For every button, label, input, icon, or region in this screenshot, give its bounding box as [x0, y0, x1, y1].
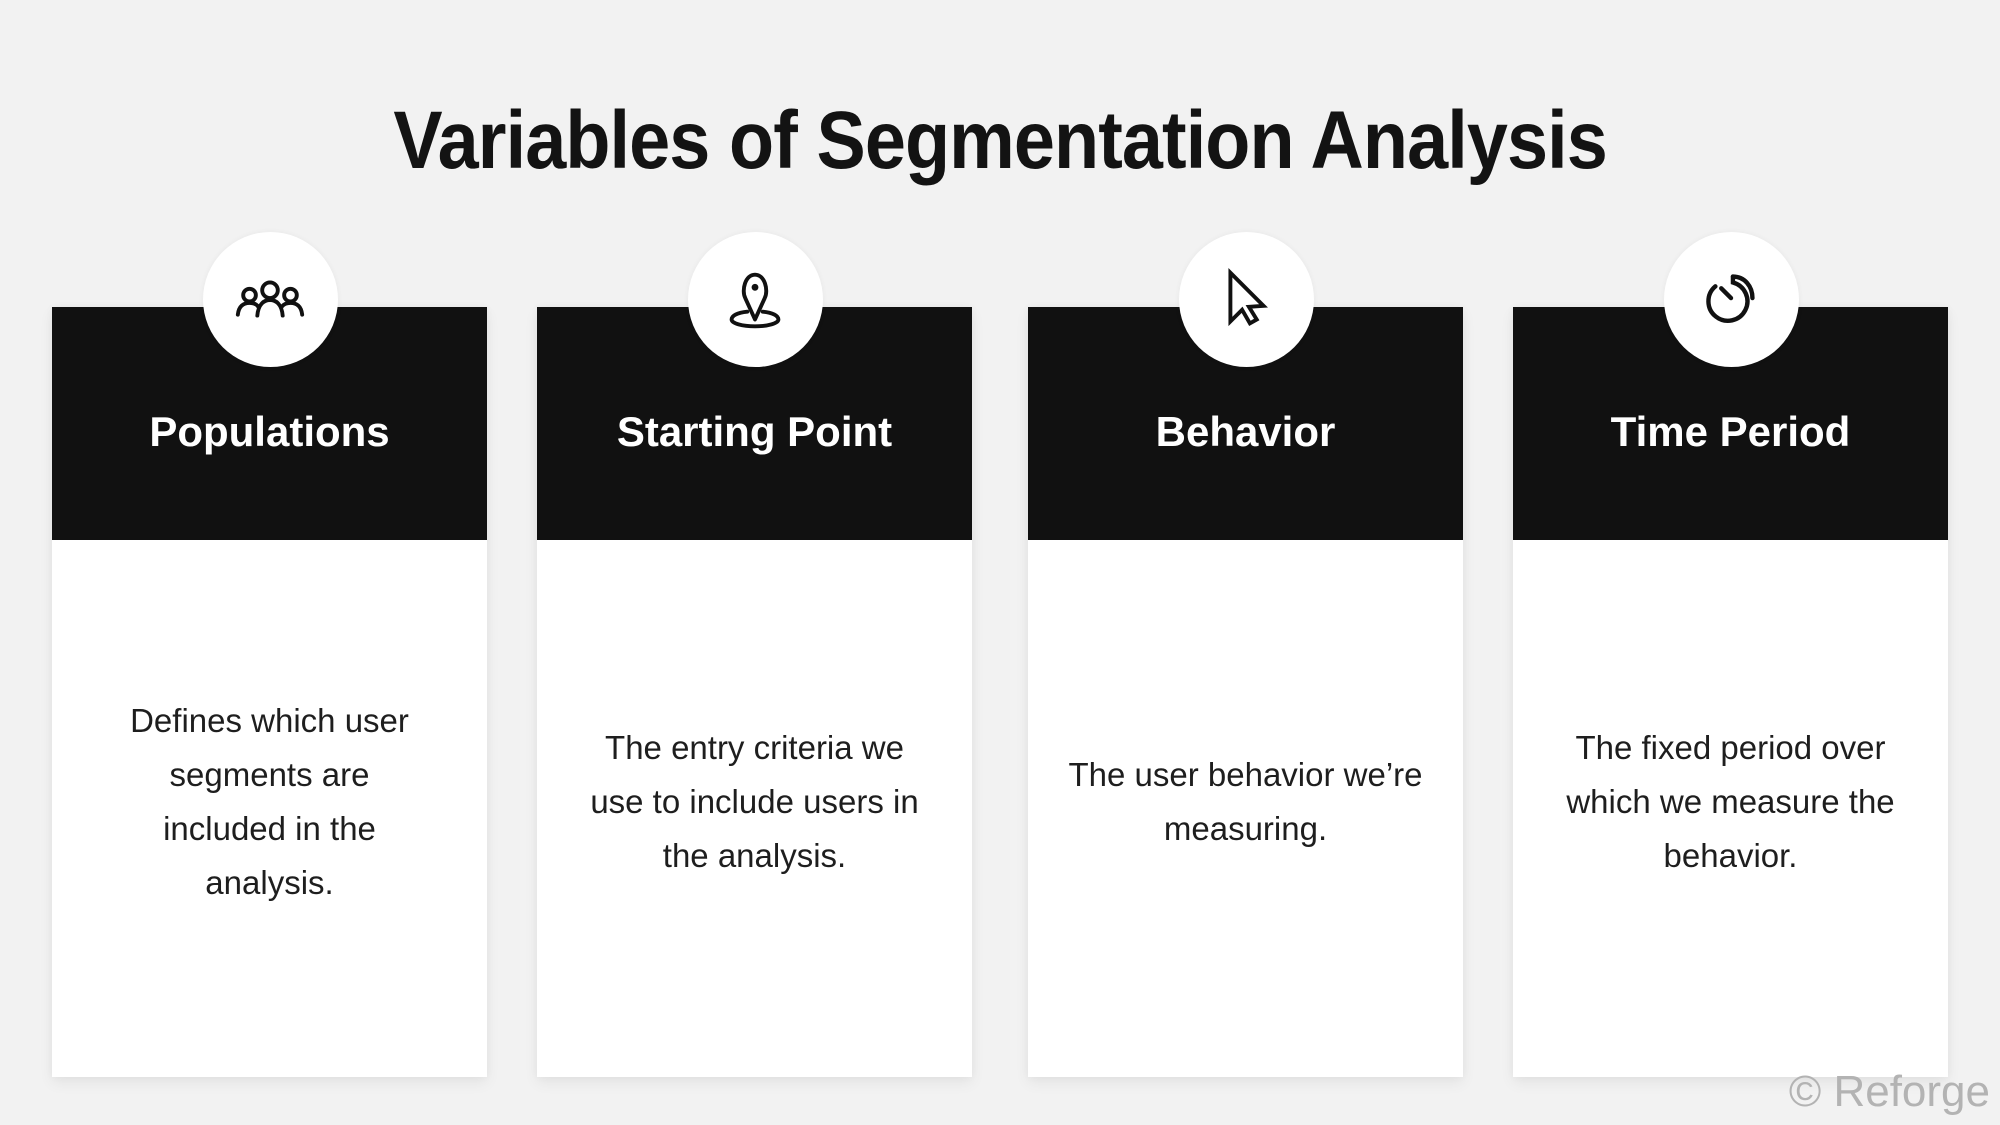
- icon-circle: [202, 232, 338, 367]
- location-pin-icon: [729, 272, 781, 328]
- card-time-period: Time Period The fixed period over which …: [1513, 232, 1948, 1077]
- icon-circle: [687, 232, 823, 367]
- card-label: Starting Point: [616, 408, 893, 455]
- card-header: Time Period: [1513, 307, 1948, 540]
- page-title-text: Variables of Segmentation Analysis: [393, 94, 1607, 186]
- timer-icon: [1706, 273, 1755, 323]
- card-body: Defines which user segments are included…: [52, 540, 487, 1077]
- cursor-pointer-icon: [1228, 267, 1268, 326]
- card-body: The fixed period over which we measure t…: [1513, 540, 1948, 1077]
- card-populations: Populations Defines which user segments …: [52, 232, 487, 1077]
- people-group-icon: [235, 280, 305, 318]
- card-starting-point: Starting Point The entry criteria we use…: [537, 232, 972, 1077]
- card-description: The entry criteria we use to include use…: [590, 728, 919, 874]
- card-description: Defines which user segments are included…: [130, 701, 409, 901]
- icon-circle: [1663, 232, 1799, 367]
- card-label: Behavior: [1155, 408, 1336, 455]
- page-title: Variables of Segmentation Analysis: [0, 93, 2000, 189]
- card-label: Populations: [149, 408, 390, 455]
- card-header: Starting Point: [537, 307, 972, 540]
- card-description: The user behavior we’re measuring.: [1068, 755, 1423, 847]
- icon-circle: [1178, 232, 1314, 367]
- card-body: The entry criteria we use to include use…: [537, 540, 972, 1077]
- card-description: The fixed period over which we measure t…: [1566, 728, 1895, 874]
- card-label: Time Period: [1610, 408, 1851, 455]
- card-body: The user behavior we’re measuring.: [1028, 540, 1463, 1077]
- card-behavior: Behavior The user behavior we’re measuri…: [1028, 232, 1463, 1077]
- reforge-watermark: © Reforge: [1788, 1067, 1990, 1116]
